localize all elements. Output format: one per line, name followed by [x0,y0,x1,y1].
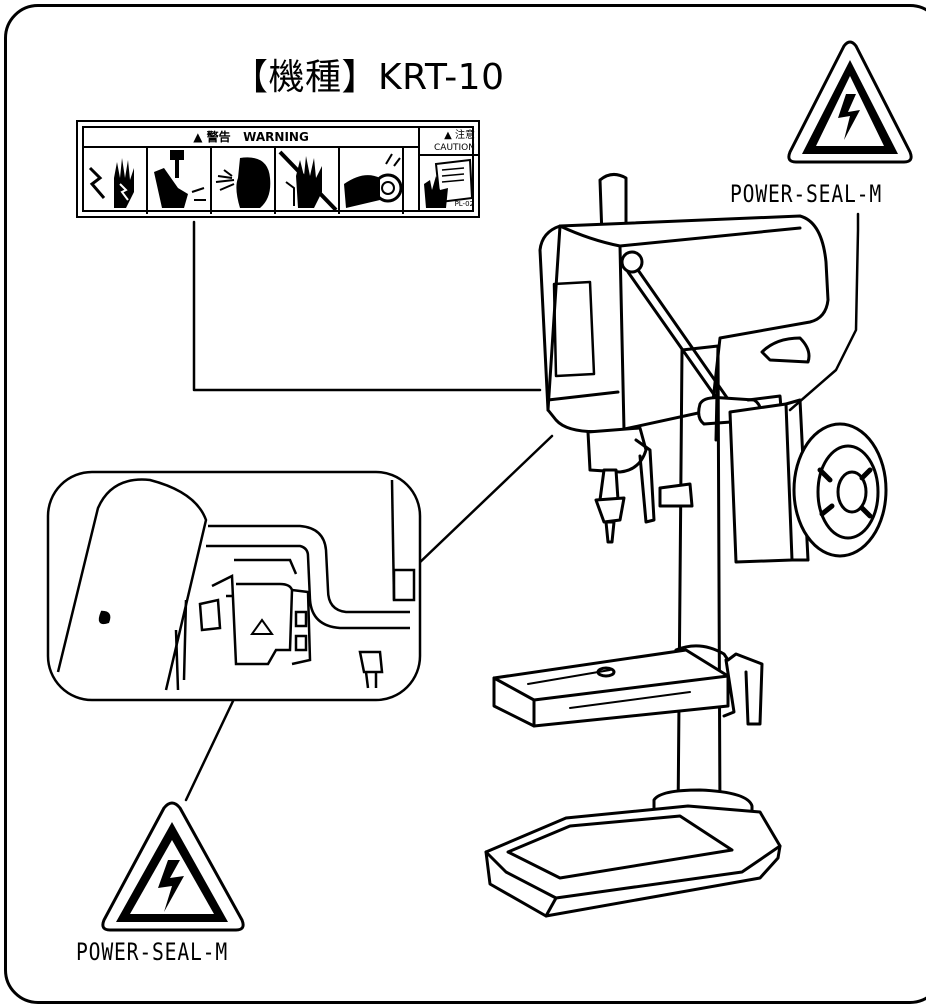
electric-shock-hand-icon [84,148,148,214]
leader-line-warning-label [192,220,542,392]
power-seal-bottom-icon [101,801,245,932]
warning-label-sticker: ▲ 警告 WARNING [76,120,480,218]
warning-pictograms [84,148,418,214]
model-title: 【機種】KRT-10 [232,57,505,98]
caution-header: ▲ 注意 CAUTION [420,128,478,156]
warning-header: ▲ 警告 WARNING [84,128,418,148]
inset-detail-view [46,470,422,702]
caution-triangle-icon: ▲ [444,130,452,141]
warning-triangle-icon: ▲ [193,130,203,144]
leader-line-inset [414,434,554,568]
power-seal-bottom-label: POWER-SEAL-M [76,938,229,966]
caution-header-jp: 注意 [455,130,475,141]
drill-press-machine [484,173,888,918]
rotating-belt-hand-icon [340,148,404,214]
eye-protection-icon [212,148,276,214]
warning-header-en: WARNING [243,130,309,144]
power-seal-top-icon [787,40,913,164]
leader-line-top-seal [788,212,860,412]
warning-header-jp: 警告 [206,130,231,144]
caution-header-en: CAUTION [434,143,475,153]
warning-label-inner: ▲ 警告 WARNING [82,126,478,214]
caution-section: ▲ 注意 CAUTION PL-02 [418,128,478,210]
drill-bit-hand-icon [148,148,212,214]
read-manual-icon [420,158,478,212]
no-gloves-icon [276,148,340,214]
label-code: PL-02 [454,200,474,208]
power-seal-top-label: POWER-SEAL-M [730,180,883,208]
